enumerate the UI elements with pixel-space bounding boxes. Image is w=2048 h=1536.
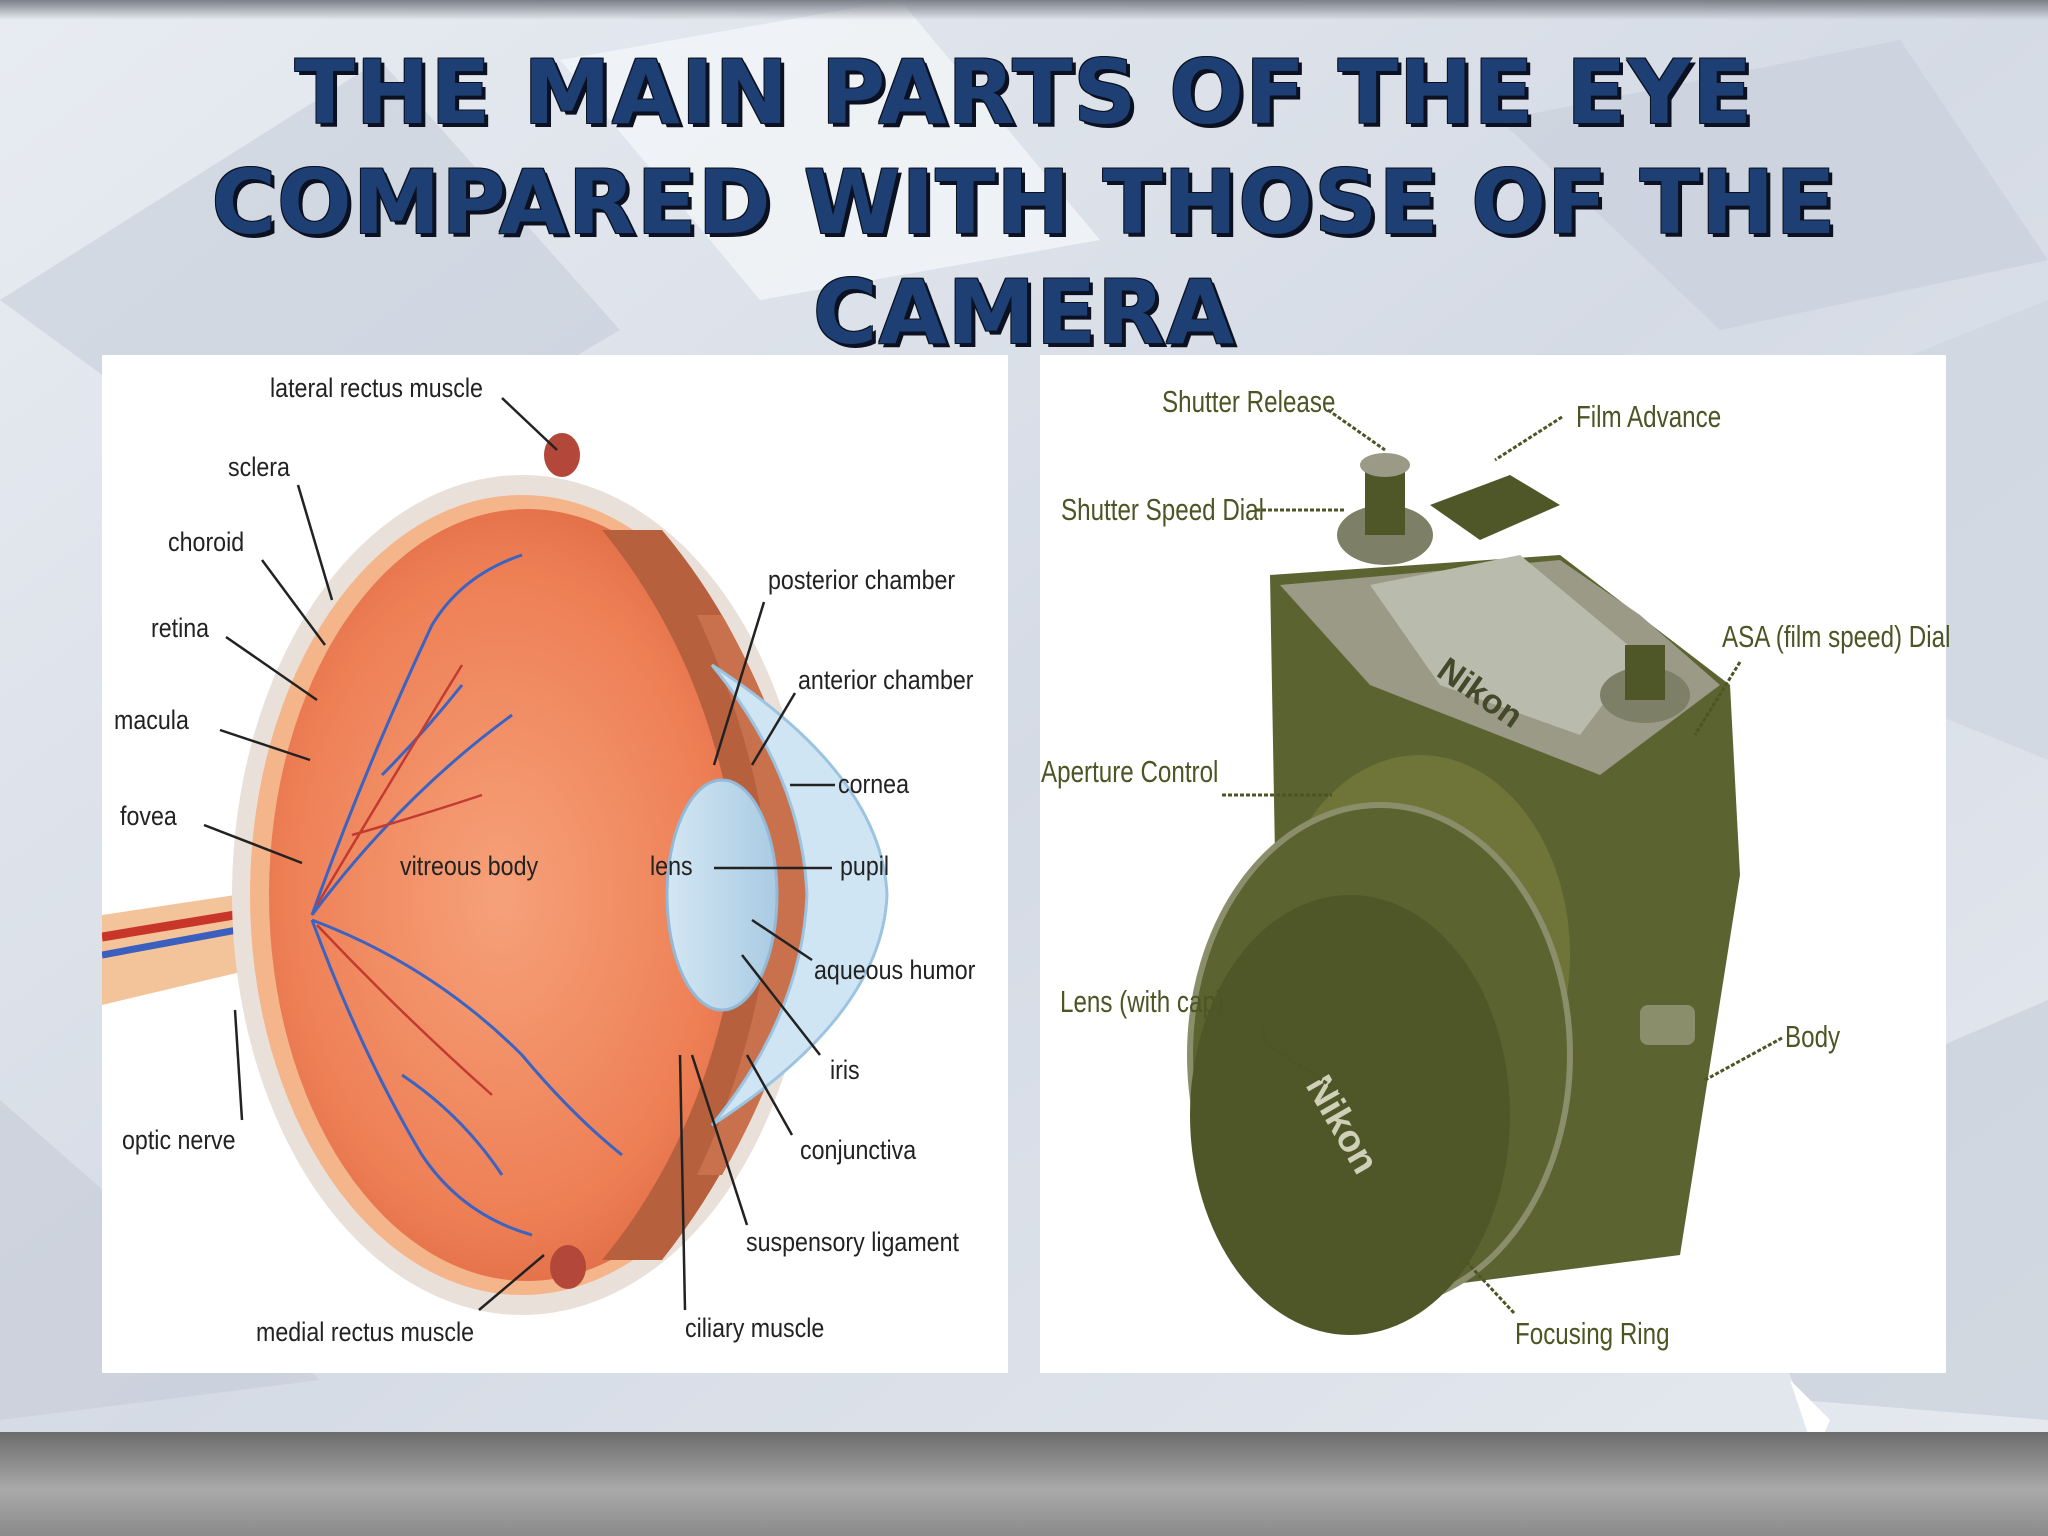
label-ciliary-muscle: ciliary muscle xyxy=(685,1313,825,1343)
camera-illustration: Nikon Nikon xyxy=(1187,408,1783,1335)
label-focusing-ring: Focusing Ring xyxy=(1515,1316,1670,1351)
title-line-1: THE MAIN PARTS OF THE EYE xyxy=(294,41,1754,144)
label-macula: macula xyxy=(114,705,189,735)
label-lens: lens xyxy=(650,851,693,881)
label-lateral-rectus-muscle: lateral rectus muscle xyxy=(270,373,483,403)
label-optic-nerve: optic nerve xyxy=(122,1125,236,1155)
label-sclera: sclera xyxy=(228,452,290,482)
top-shade xyxy=(0,0,2048,20)
label-asa-film-speed-dial: ASA (film speed) Dial xyxy=(1722,619,1951,654)
slide-footer-bar xyxy=(0,1432,2048,1536)
label-aqueous-humor: aqueous humor xyxy=(814,955,976,985)
label-posterior-chamber: posterior chamber xyxy=(768,565,956,595)
label-conjunctiva: conjunctiva xyxy=(800,1135,917,1165)
label-aperture-control: Aperture Control xyxy=(1041,754,1219,789)
label-film-advance: Film Advance xyxy=(1576,399,1722,434)
label-retina: retina xyxy=(151,613,210,643)
label-medial-rectus-muscle: medial rectus muscle xyxy=(256,1317,475,1347)
label-anterior-chamber: anterior chamber xyxy=(798,665,974,695)
camera-diagram: Nikon Nikon Shutter Release Film Advance… xyxy=(1040,355,1950,1373)
label-vitreous-body: vitreous body xyxy=(400,851,539,881)
slide-title: THE MAIN PARTS OF THE EYE COMPARED WITH … xyxy=(150,38,1898,368)
eye-diagram: lateral rectus muscle sclera choroid ret… xyxy=(102,355,1008,1373)
title-line-3: CAMERA xyxy=(812,261,1236,364)
eye-illustration xyxy=(102,397,889,1315)
label-suspensory-ligament: suspensory ligament xyxy=(746,1227,959,1257)
label-shutter-release: Shutter Release xyxy=(1162,384,1336,419)
label-iris: iris xyxy=(830,1055,860,1085)
label-body: Body xyxy=(1785,1019,1841,1054)
label-shutter-speed-dial: Shutter Speed Dial xyxy=(1061,492,1264,527)
label-lens-with-cap: Lens (with cap) xyxy=(1060,984,1224,1019)
label-pupil: pupil xyxy=(840,851,890,881)
label-choroid: choroid xyxy=(168,527,245,557)
label-cornea: cornea xyxy=(838,769,910,799)
title-line-2: COMPARED WITH THOSE OF THE xyxy=(211,151,1837,254)
label-fovea: fovea xyxy=(120,801,177,831)
